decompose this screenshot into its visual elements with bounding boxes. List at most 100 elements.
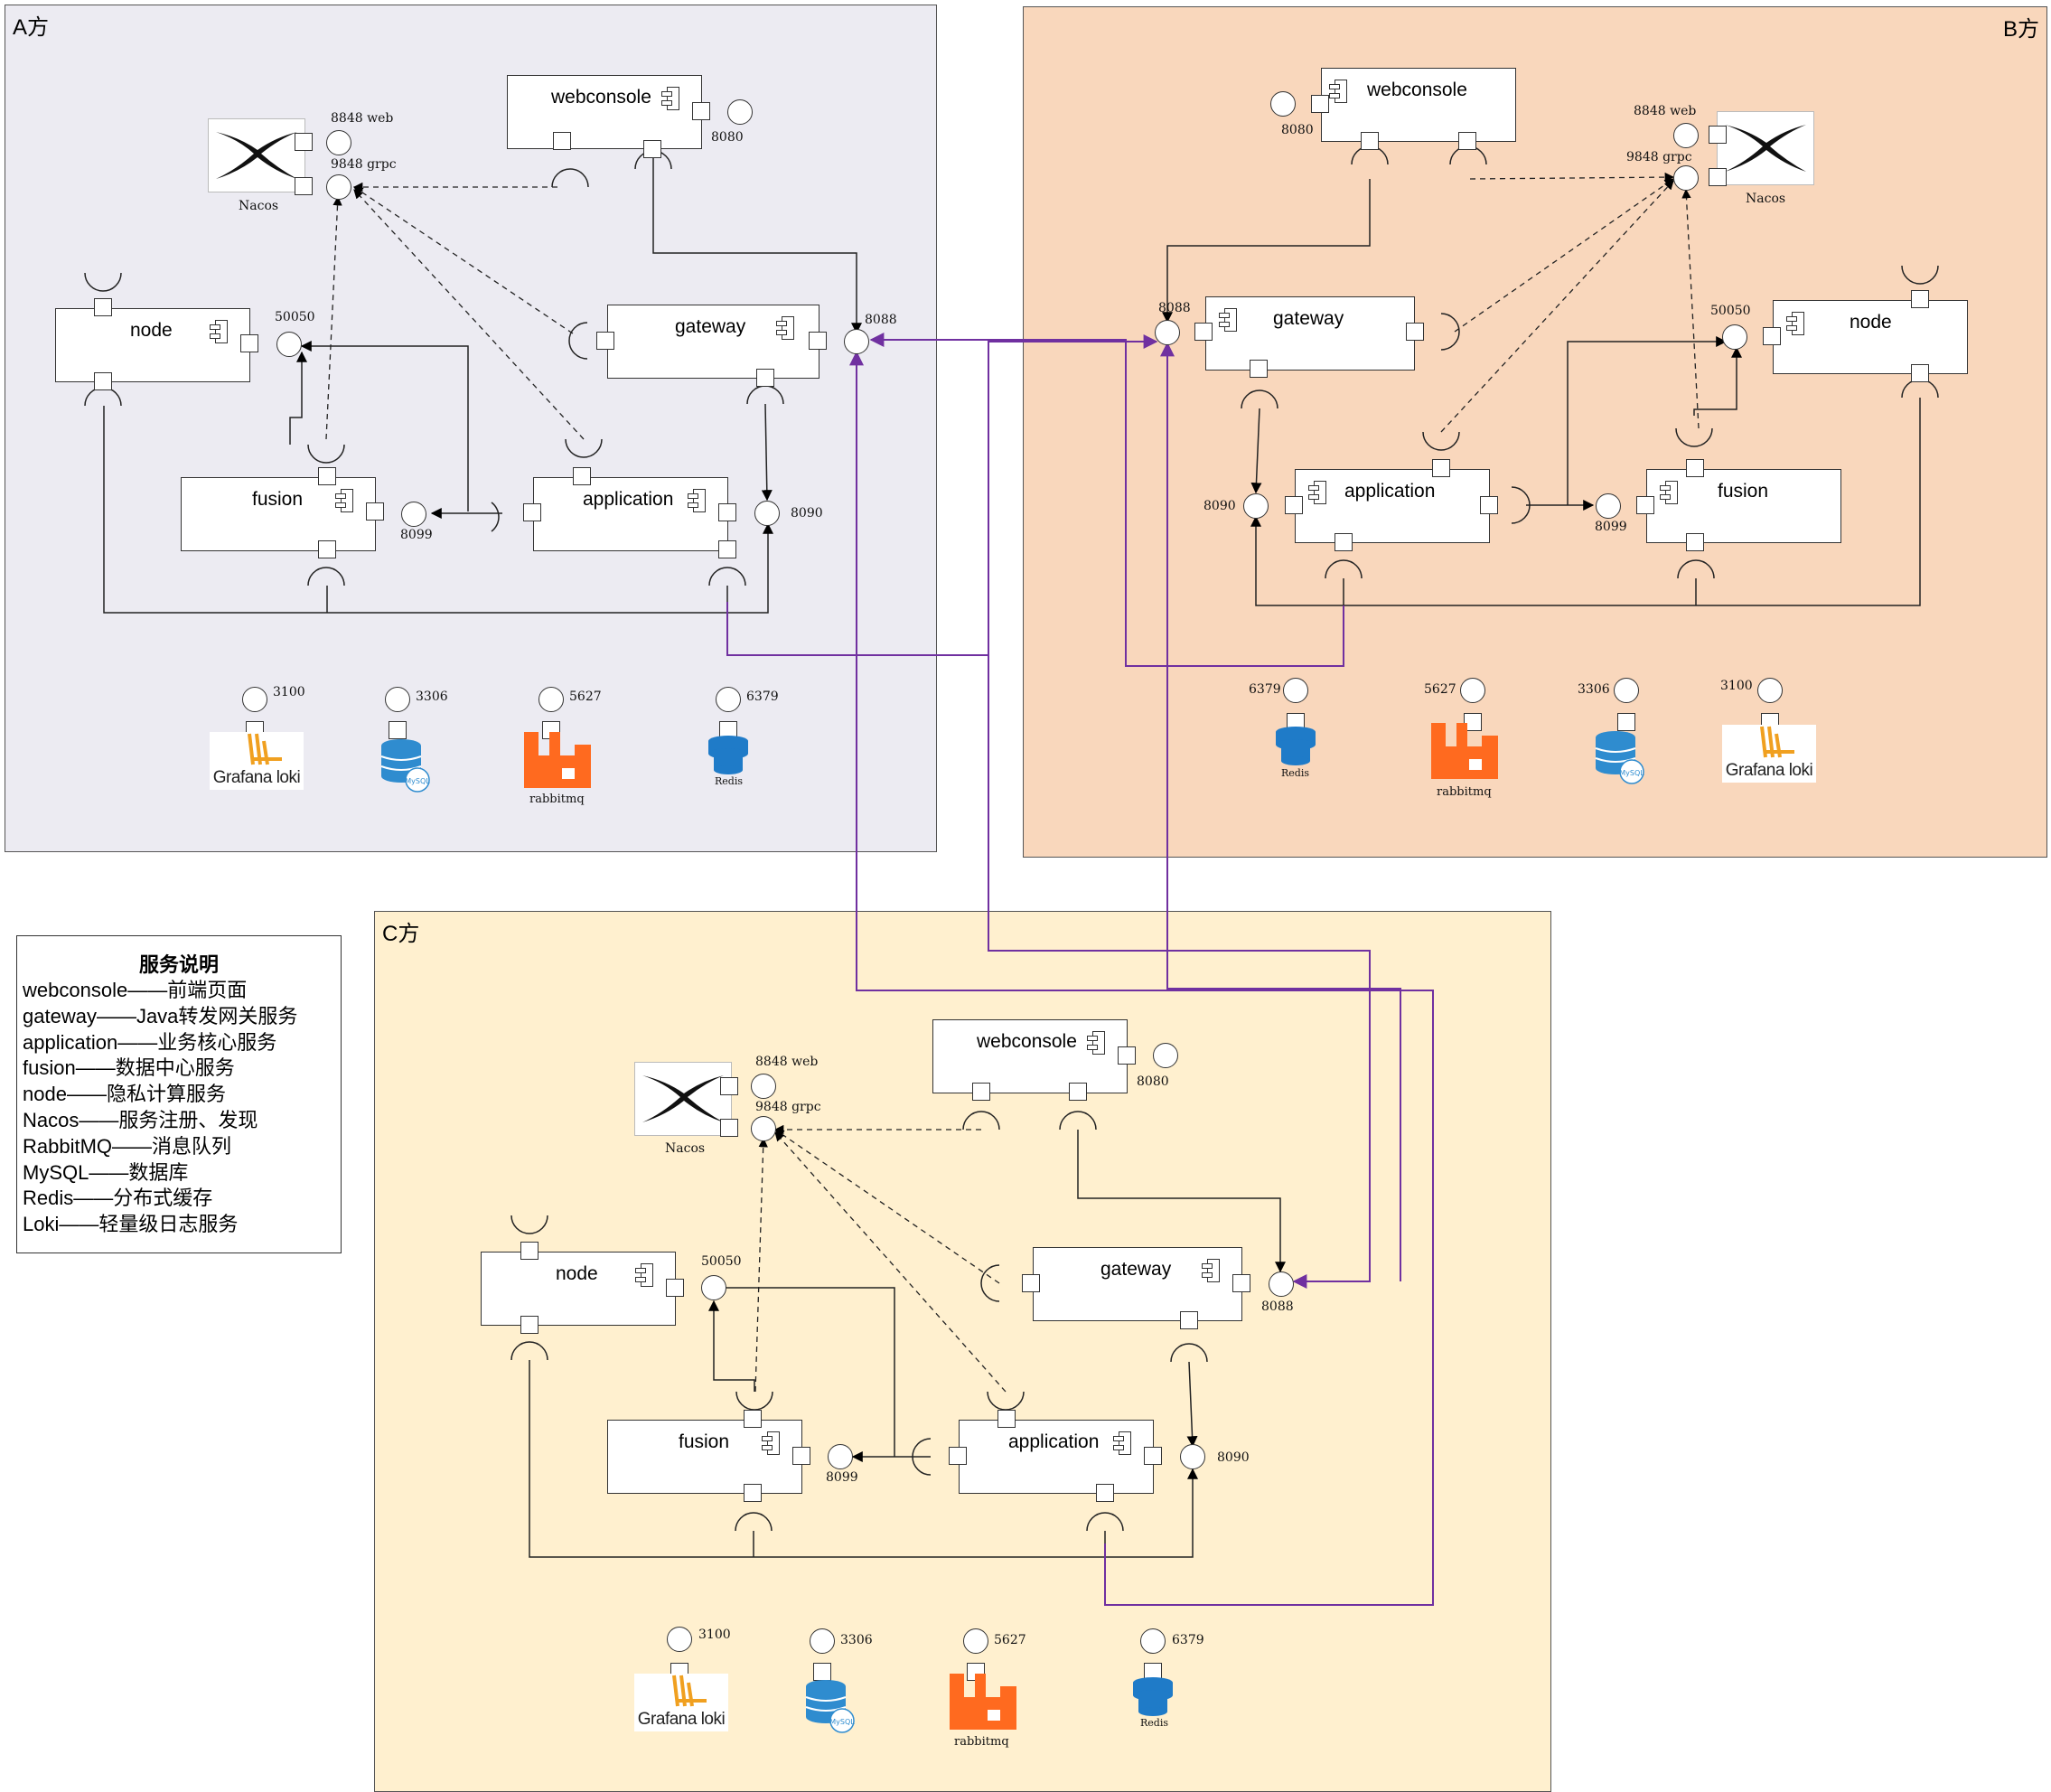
fusion-c-iface-8099	[828, 1444, 853, 1469]
gateway-b-port-bottom	[1250, 360, 1268, 378]
fusion-c-port-8099	[792, 1447, 810, 1465]
application-b[interactable]: application	[1295, 469, 1490, 543]
legend-item: Loki——轻量级日志服务	[23, 1213, 239, 1236]
nacos-a-8848-label: 8848 web	[331, 111, 394, 126]
application-c[interactable]: application	[959, 1420, 1154, 1494]
fusion-a-port-bottom	[318, 540, 336, 558]
gateway-a-port-bottom	[756, 369, 774, 387]
legend-item: webconsole——前端页面	[23, 979, 248, 1001]
redis-a-iface	[716, 687, 741, 712]
component-icon	[635, 1263, 655, 1287]
rabbit-b-port	[1464, 713, 1482, 731]
gateway-c[interactable]: gateway	[1033, 1247, 1242, 1321]
gateway-c-iface-8088	[1269, 1271, 1294, 1297]
mysql-b-iface	[1614, 678, 1639, 703]
fusion-c-8099-label: 8099	[826, 1470, 858, 1485]
webconsole-a[interactable]: webconsole	[507, 75, 702, 149]
loki-c-name: Grafana loki	[637, 1710, 726, 1729]
region-c-dashed	[754, 1124, 1007, 1393]
mysql-a-icon: MySQL	[378, 737, 434, 797]
rabbit-b-name: rabbitmq	[1437, 785, 1492, 799]
node-b-port-bottom	[1911, 364, 1929, 382]
component-icon	[661, 87, 681, 110]
loki-a-logo: Grafana loki	[210, 732, 304, 790]
webconsole-a-port-8080	[692, 102, 710, 120]
rabbit-b-iface	[1460, 678, 1485, 703]
gateway-c-port-8088	[1232, 1274, 1250, 1292]
gateway-a-iface-8088	[844, 329, 869, 354]
nacos-a-logo	[208, 118, 305, 192]
application-b-port-8090	[1285, 496, 1303, 514]
fusion-c[interactable]: fusion	[607, 1420, 802, 1494]
fusion-b-port-bottom	[1686, 533, 1704, 551]
webconsole-b-port-right	[1458, 132, 1476, 150]
mysql-b-port	[1617, 713, 1635, 731]
webconsole-b-label: webconsole	[1367, 80, 1467, 100]
rabbit-a-name: rabbitmq	[529, 793, 585, 806]
nacos-a-port-grpc	[295, 177, 313, 195]
webconsole-b[interactable]: webconsole	[1321, 68, 1516, 142]
legend-item: Nacos——服务注册、发现	[23, 1108, 258, 1131]
nacos-a-port-web	[295, 133, 313, 151]
loki-b-3100-label: 3100	[1720, 679, 1753, 693]
component-icon	[1202, 1259, 1222, 1282]
gateway-c-label: gateway	[1100, 1259, 1172, 1280]
rabbit-a-iface	[539, 687, 564, 712]
loki-b-name: Grafana loki	[1725, 761, 1813, 780]
legend-item: Redis——分布式缓存	[23, 1187, 213, 1210]
fusion-a-iface-8099	[401, 502, 426, 527]
fusion-a[interactable]: fusion	[181, 477, 376, 551]
region-a-title: A方	[13, 15, 50, 40]
redis-a-6379-label: 6379	[746, 690, 779, 704]
gateway-a[interactable]: gateway	[607, 305, 819, 379]
webconsole-b-8080-label: 8080	[1281, 123, 1314, 137]
fusion-b[interactable]: fusion	[1646, 469, 1841, 543]
node-c[interactable]: node	[481, 1252, 676, 1326]
application-a-label: application	[583, 489, 674, 510]
webconsole-b-port-left	[1361, 132, 1379, 150]
gateway-b[interactable]: gateway	[1205, 296, 1415, 371]
node-a[interactable]: node	[55, 308, 250, 382]
legend-item: fusion——数据中心服务	[23, 1056, 235, 1080]
gateway-b-iface-8088	[1155, 320, 1180, 345]
application-c-port-left	[949, 1447, 967, 1465]
node-c-port-50050	[666, 1279, 684, 1297]
redis-b-iface	[1283, 678, 1308, 703]
component-icon	[762, 1431, 782, 1455]
nacos-a-iface-web	[326, 130, 351, 155]
node-b[interactable]: node	[1773, 300, 1968, 374]
loki-c-iface	[667, 1627, 692, 1652]
application-c-iface-8090	[1180, 1444, 1205, 1469]
webconsole-a-iface-8080	[727, 99, 753, 125]
nacos-a-iface-grpc	[326, 174, 351, 200]
webconsole-a-8080-label: 8080	[711, 130, 744, 145]
node-a-port-bottom	[94, 372, 112, 390]
component-icon	[1113, 1431, 1133, 1455]
node-a-port-50050	[240, 334, 258, 352]
redis-c-icon	[1131, 1675, 1175, 1723]
mysql-c-text: MySQL	[829, 1718, 855, 1726]
node-b-label: node	[1850, 312, 1892, 333]
mysql-b-3306-label: 3306	[1578, 682, 1610, 697]
application-c-port-bottom	[1096, 1484, 1114, 1502]
application-a-port-top	[573, 467, 591, 485]
redis-c-name: Redis	[1140, 1717, 1168, 1729]
fusion-c-label: fusion	[679, 1431, 730, 1452]
legend-item: gateway——Java转发网关服务	[23, 1004, 298, 1027]
webconsole-c[interactable]: webconsole	[932, 1019, 1128, 1093]
application-a-port-left	[523, 503, 541, 521]
application-a[interactable]: application	[533, 477, 728, 551]
fusion-c-port-bottom	[744, 1484, 762, 1502]
mysql-a-iface	[385, 687, 410, 712]
region-c-title: C方	[382, 922, 420, 946]
redis-c-6379-label: 6379	[1172, 1633, 1204, 1647]
webconsole-c-port-8080	[1118, 1046, 1136, 1065]
region-b: B方	[1023, 6, 2047, 858]
fusion-b-iface-8099	[1596, 493, 1621, 519]
webconsole-b-iface-8080	[1270, 91, 1296, 117]
nacos-c-name: Nacos	[665, 1141, 706, 1156]
node-c-50050-label: 50050	[701, 1254, 742, 1269]
redis-a-name: Redis	[715, 775, 743, 787]
node-b-port-top	[1911, 290, 1929, 308]
mysql-c-icon: MySQL	[802, 1677, 858, 1738]
